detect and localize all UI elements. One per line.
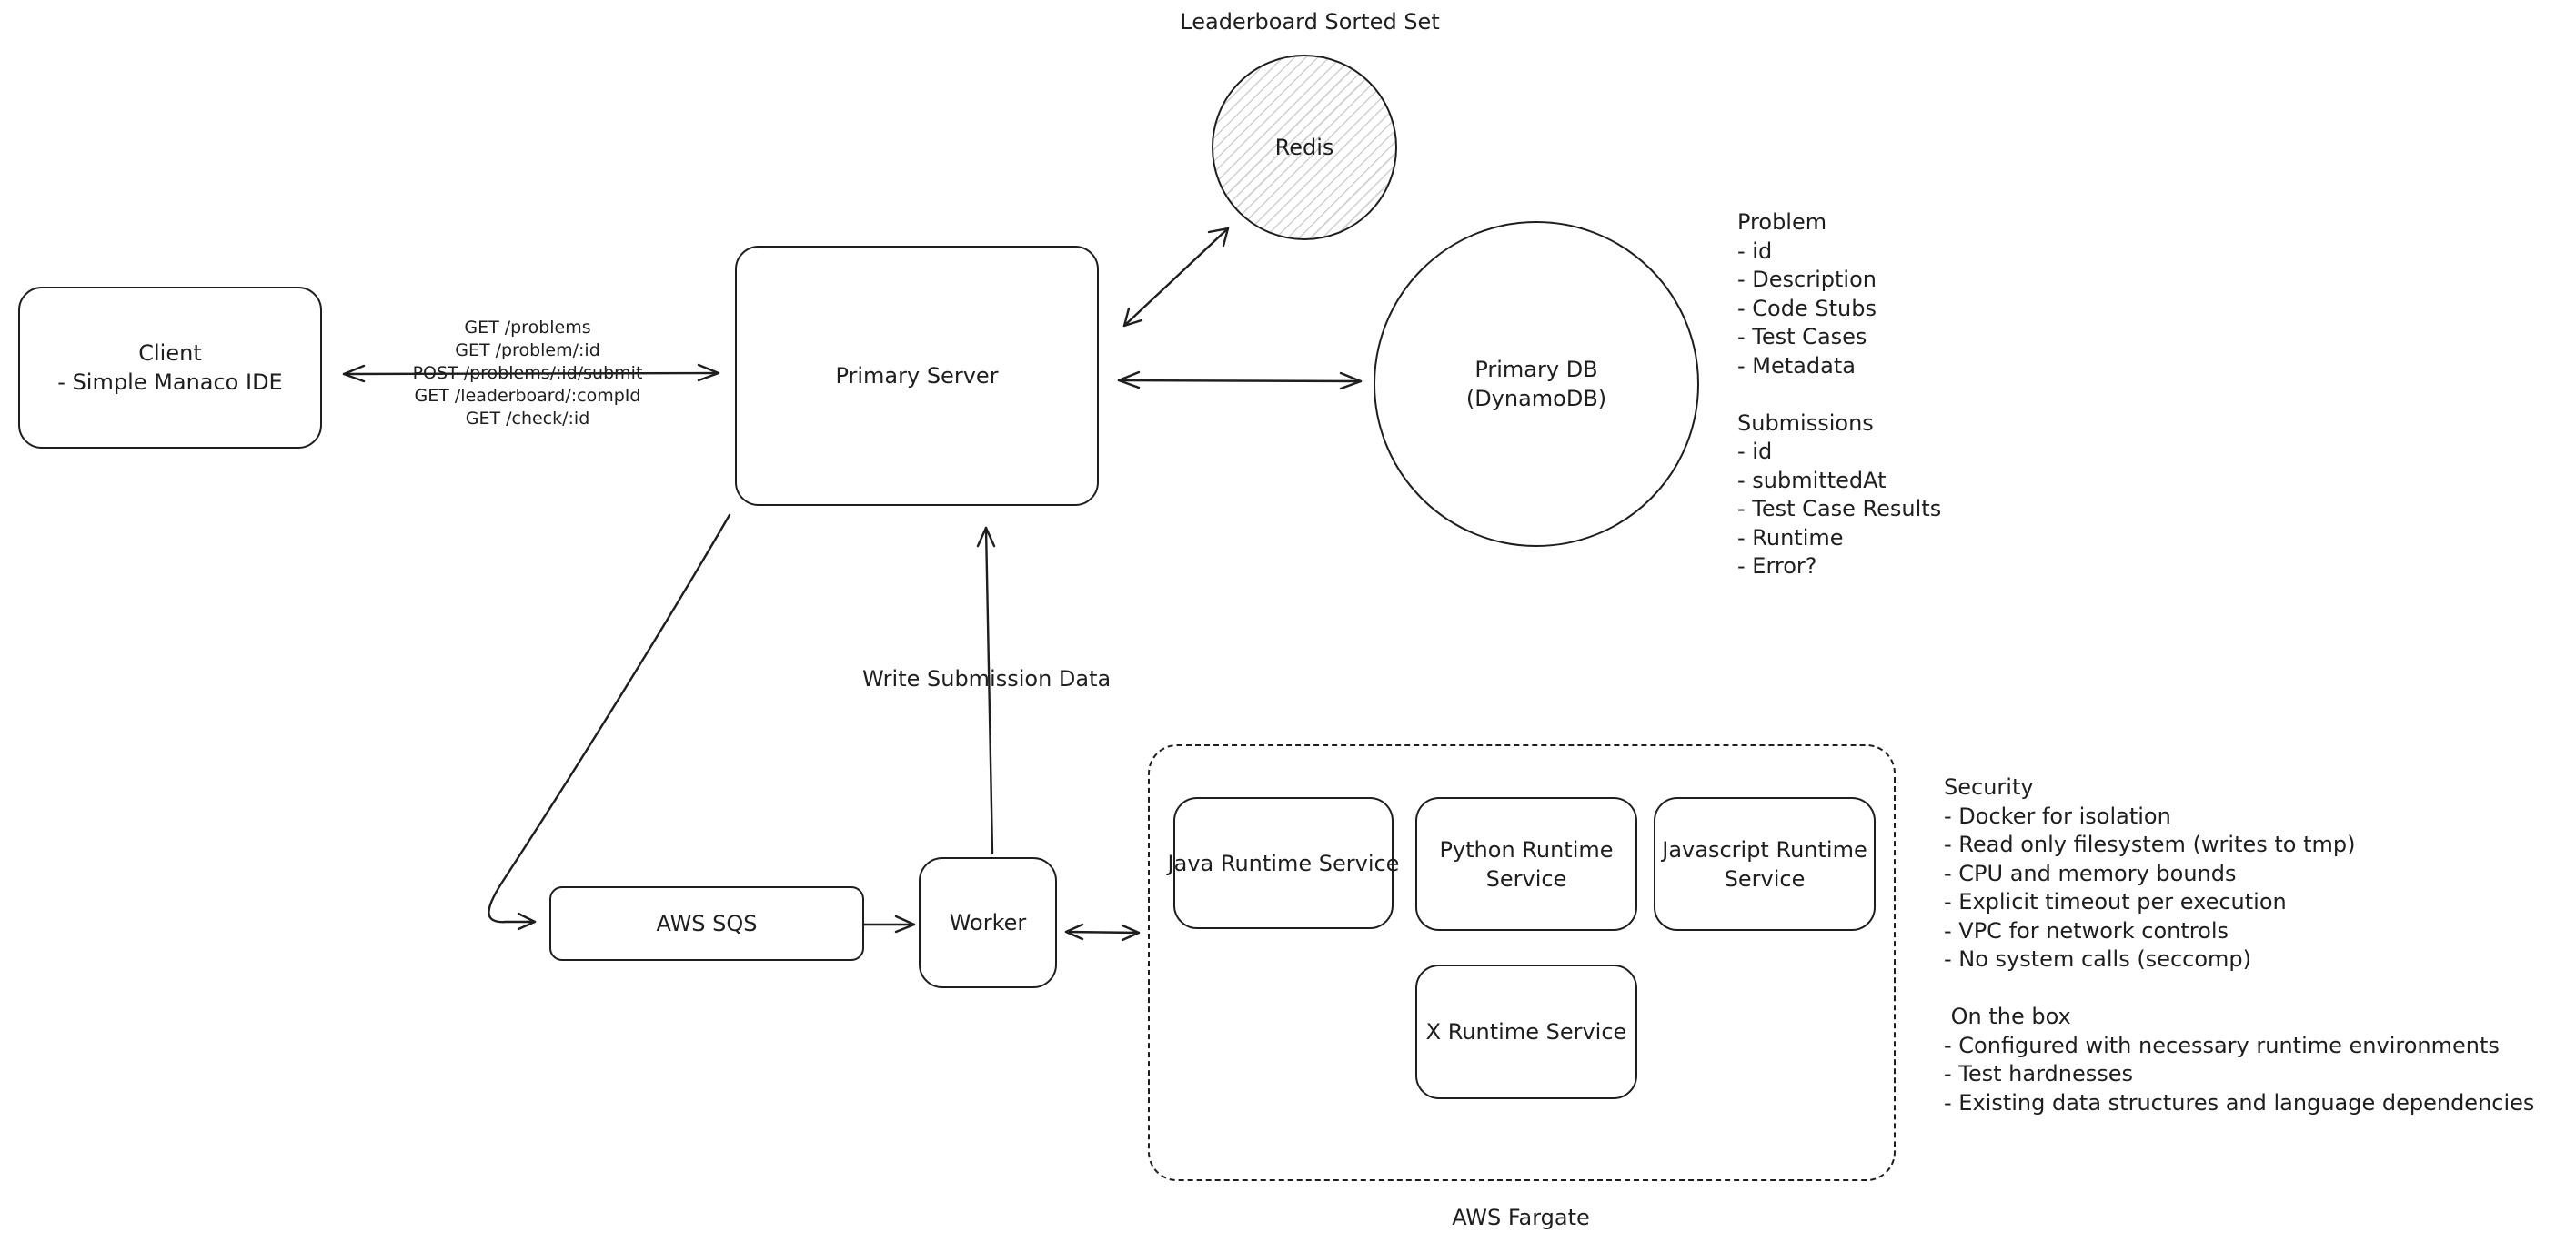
write-submission-label: Write Submission Data [862,666,1112,692]
server-sqs-arrow [488,513,731,931]
note-line: - Metadata [1737,352,1856,379]
note-line: - Explicit timeout per execution [1944,889,2287,915]
aws-sqs-box: AWS SQS [549,886,864,961]
x-runtime-box: X Runtime Service [1415,965,1637,1099]
primary-db-label: Primary DB [1474,357,1598,382]
javascript-runtime-sublabel: Service [1724,865,1806,892]
client-server-arrow [342,363,720,383]
note-line [1737,380,1941,409]
api-route: GET /check/:id [465,409,590,429]
worker-fargate-arrow [1064,923,1141,942]
worker-label: Worker [949,910,1027,935]
sqs-worker-arrow [862,915,916,934]
primary-db-sublabel: (DynamoDB) [1465,386,1607,411]
note-line: Security [1944,774,2034,800]
note-line: - Description [1737,267,1877,292]
java-runtime-label: Java Runtime Service [1167,850,1400,876]
redis-node: Redis [1212,55,1397,240]
primary-db-node: Primary DB (DynamoDB) [1374,221,1699,547]
client-box: Client - Simple Manaco IDE [18,287,322,449]
aws-sqs-label: AWS SQS [656,911,758,936]
note-line: - id [1737,237,1773,264]
python-runtime-sublabel: Service [1485,865,1567,892]
note-line: - Code Stubs [1737,295,1877,321]
java-runtime-box: Java Runtime Service [1168,797,1399,929]
schema-notes: Problem - id - Description - Code Stubs … [1737,208,1941,581]
note-line: - Test hardnesses [1944,1061,2134,1086]
primary-server-box: Primary Server [735,246,1099,506]
note-line: Problem [1737,209,1827,235]
redis-label: Redis [1274,135,1334,160]
primary-server-label: Primary Server [835,363,999,389]
note-line: - Runtime [1737,524,1844,551]
python-runtime-label: Python Runtime [1439,836,1614,863]
worker-box: Worker [919,857,1057,988]
javascript-runtime-label: Javascript Runtime [1662,836,1867,863]
note-line: - Docker for isolation [1944,803,2171,829]
server-redis-arrow [1122,227,1230,328]
javascript-runtime-box: Javascript Runtime Service [1654,797,1876,931]
aws-fargate-label: AWS Fargate [1452,1205,1590,1230]
note-line: - CPU and memory bounds [1944,860,2237,886]
api-route: GET /problems [464,318,591,338]
note-line [1944,975,2534,1004]
note-line: - No system calls (seccomp) [1944,946,2252,972]
api-route: POST /problems/:id/submit [412,363,643,383]
api-route: GET /problem/:id [455,340,600,360]
note-line: - Test Cases [1737,324,1867,349]
note-line: - submittedAt [1737,467,1887,493]
note-line: - id [1737,439,1773,464]
worker-server-arrow [976,526,996,855]
x-runtime-label: X Runtime Service [1425,1019,1627,1045]
server-db-arrow [1117,370,1363,390]
note-line: - Error? [1737,553,1817,579]
note-line: - Read only filesystem (writes to tmp) [1944,832,2356,857]
security-notes: Security - Docker for isolation - Read o… [1944,773,2534,1117]
note-line: - Test Case Results [1737,496,1942,521]
note-line: - Existing data structures and language … [1944,1089,2535,1116]
api-route: GET /leaderboard/:compId [414,386,641,406]
python-runtime-box: Python Runtime Service [1415,797,1637,931]
aws-fargate-container [1148,744,1896,1181]
redis-caption: Leaderboard Sorted Set [1180,9,1440,35]
note-line: On the box [1944,1004,2071,1029]
client-title: Client [138,340,202,366]
note-line: - Configured with necessary runtime envi… [1944,1032,2500,1058]
note-line: Submissions [1737,409,1874,436]
note-line: - VPC for network controls [1944,917,2229,944]
client-subtitle: - Simple Manaco IDE [57,369,283,395]
api-routes-list: GET /problems GET /problem/:id POST /pro… [391,317,664,430]
